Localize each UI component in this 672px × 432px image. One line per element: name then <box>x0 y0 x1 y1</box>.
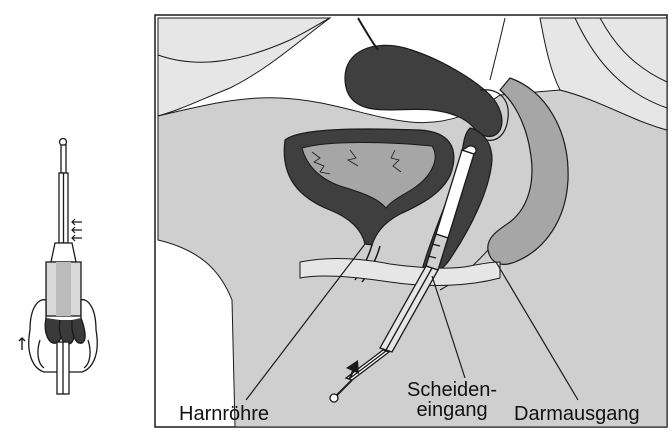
label-vaginal-entrance-line2: eingang <box>407 400 497 420</box>
label-vaginal-entrance-line1: Scheiden- <box>407 380 497 400</box>
applicator-hand-illustration <box>19 139 97 395</box>
label-urethra: Harnröhre <box>179 404 269 424</box>
label-anus: Darmausgang <box>514 404 640 424</box>
anatomy-cross-section <box>155 15 667 427</box>
label-vaginal-entrance: Scheiden- eingang <box>407 380 497 420</box>
